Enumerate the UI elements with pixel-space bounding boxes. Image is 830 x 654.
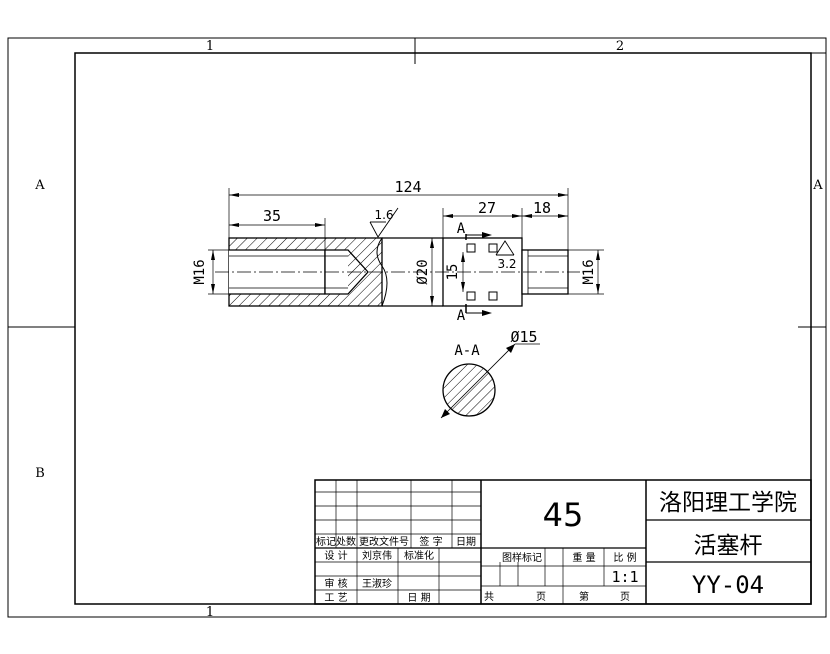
- page-no-label: 第: [579, 590, 589, 603]
- dimension-lines: [208, 188, 604, 306]
- total-label: 共: [484, 591, 494, 603]
- section-mark-label: A: [457, 308, 466, 324]
- standardize-label: 标准化: [404, 549, 434, 562]
- dim-thread-length: 35: [263, 207, 281, 225]
- part-name: 活塞杆: [694, 533, 763, 559]
- header-change-doc: 更改文件号: [359, 535, 409, 548]
- roughness-value: 3.2: [497, 257, 516, 271]
- zone-row-label: A: [812, 178, 823, 193]
- reviewer-name: 王淑珍: [362, 577, 392, 590]
- sheet-label: 页: [536, 591, 546, 603]
- zone-col-label: 2: [616, 39, 624, 54]
- section-mark-label: A: [457, 221, 466, 237]
- zone-col-label: 1: [206, 39, 214, 54]
- title-block: [314, 479, 812, 605]
- header-date: 日期: [456, 536, 476, 548]
- school-name: 洛阳理工学院: [659, 490, 797, 516]
- drawing-number: YY-04: [692, 571, 764, 599]
- header-mark: 标记: [316, 536, 336, 548]
- scale-value: 1:1: [611, 568, 638, 586]
- header-count: 处数: [336, 535, 356, 548]
- dim-thread-dia-right: M16: [581, 259, 597, 284]
- stage-mark-label: 图样标记: [502, 551, 542, 564]
- section-view-diameter: Ø15: [510, 328, 537, 346]
- date-label: 日 期: [407, 592, 430, 604]
- dim-tail-length: 18: [533, 199, 551, 217]
- section-view: [440, 343, 540, 419]
- process-label: 工 艺: [324, 592, 347, 604]
- roughness-symbol: [369, 207, 399, 238]
- weight-label: 重 量: [572, 551, 595, 564]
- roughness-value: 1.6: [374, 208, 393, 222]
- dim-overall-length: 124: [394, 178, 421, 196]
- roughness-symbol: [495, 240, 515, 256]
- dim-thread-dia-left: M16: [192, 259, 208, 284]
- reviewer-label: 审 核: [324, 577, 347, 590]
- designer-name: 刘京伟: [362, 549, 392, 562]
- dim-body-dia: Ø20: [415, 259, 431, 284]
- material-label: 45: [543, 496, 584, 534]
- zone-row-label: A: [34, 178, 45, 193]
- drawing-frame: [7, 37, 827, 618]
- zone-row-label: B: [35, 466, 45, 481]
- section-cut-arrow: [465, 232, 492, 316]
- zone-col-label: 1: [206, 605, 214, 620]
- designer-label: 设 计: [324, 549, 347, 562]
- scale-label: 比 例: [613, 551, 636, 564]
- dim-flat-width: 15: [445, 264, 461, 281]
- sheet-label-2: 页: [620, 591, 630, 603]
- part-outline: [215, 237, 580, 307]
- dim-flat-length: 27: [478, 199, 496, 217]
- section-view-label: A-A: [454, 343, 480, 359]
- header-signature: 签 字: [419, 535, 442, 548]
